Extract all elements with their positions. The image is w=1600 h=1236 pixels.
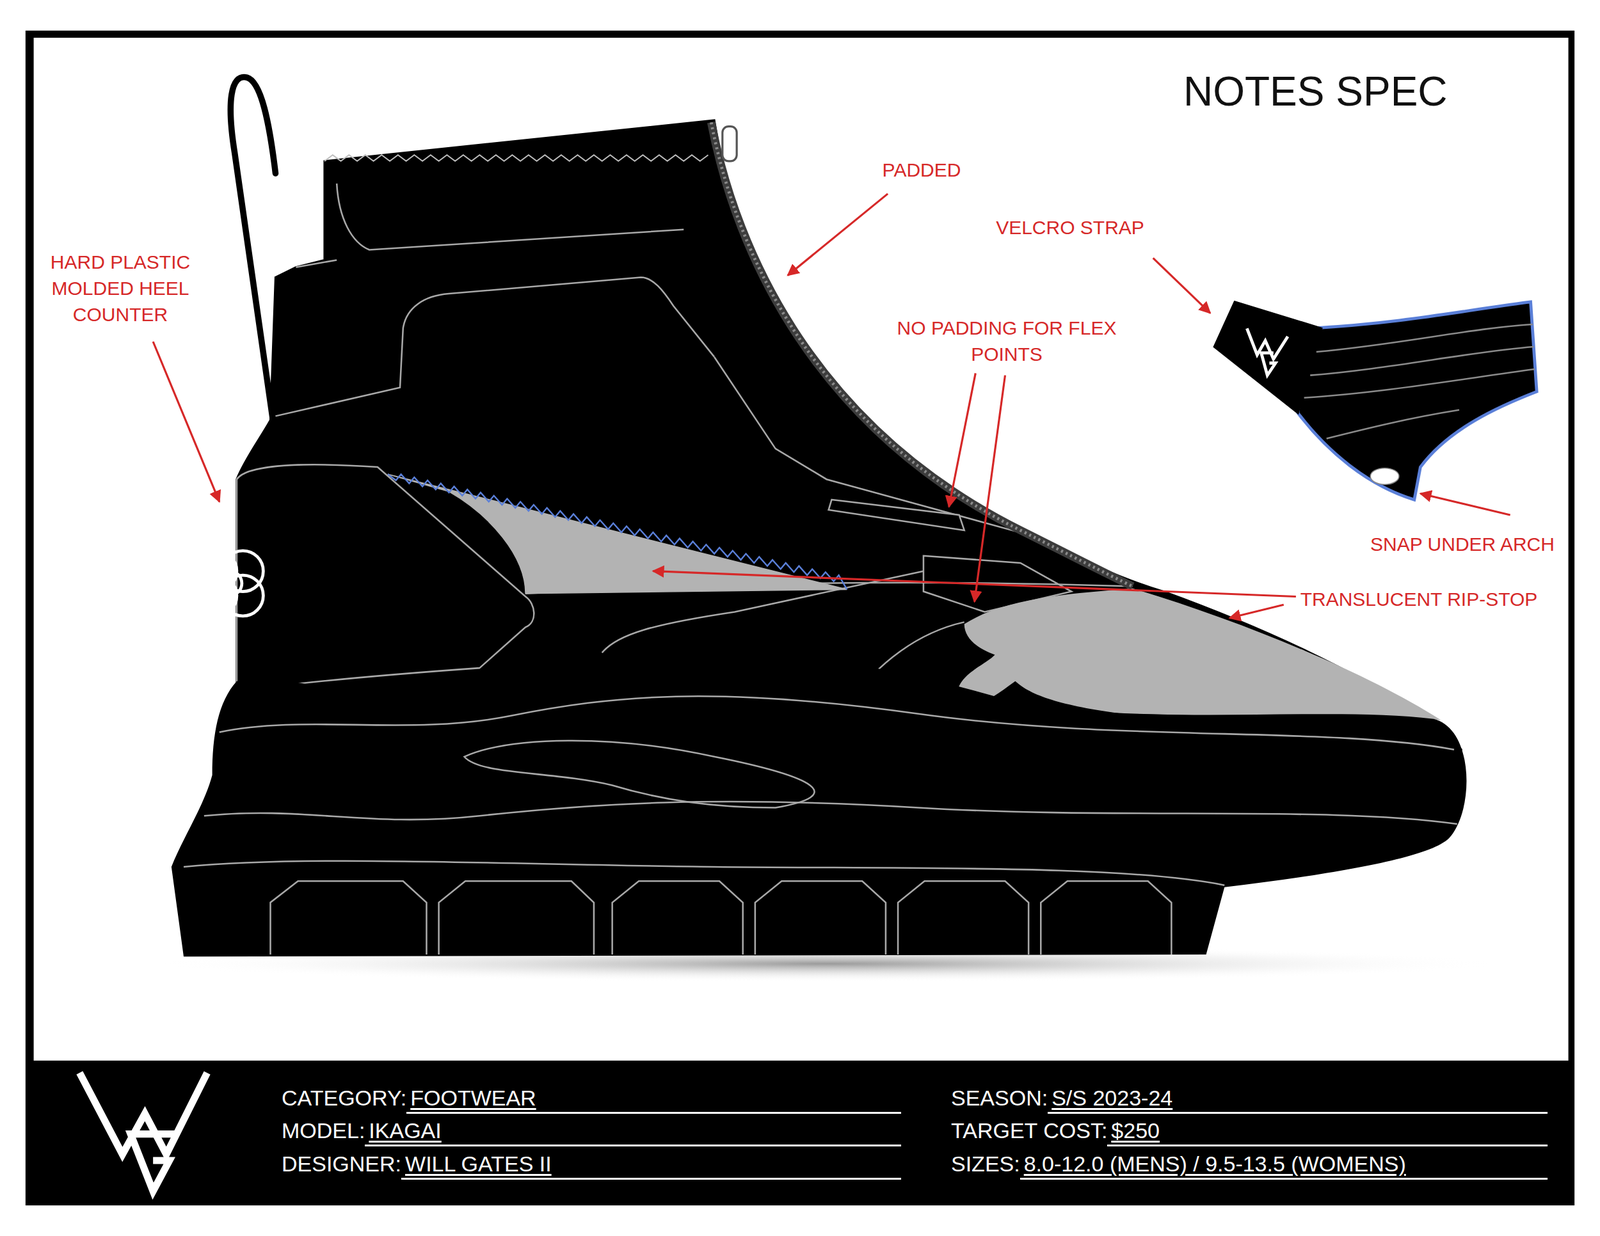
velcro-strap <box>1214 302 1537 500</box>
shape-circle <box>217 571 242 596</box>
callout-label: NO PADDING FOR FLEX POINTS <box>881 314 1132 368</box>
shape-path <box>897 881 1029 955</box>
spec-value: IKAGAI <box>364 1116 902 1147</box>
shape-g <box>1304 324 1535 440</box>
shape-line <box>652 571 1296 598</box>
shape-path <box>464 741 815 809</box>
callout-label: SNAP UNDER ARCH <box>1360 531 1565 558</box>
shape-path <box>1304 369 1535 399</box>
spec-row: SIZES:8.0-12.0 (MENS) / 9.5-13.5 (WOMENS… <box>951 1150 1548 1181</box>
zipper-teeth <box>711 122 1133 587</box>
shape-path <box>219 696 1455 750</box>
callout-wrap: PADDED <box>825 156 1018 184</box>
callout-wrap: TRANSLUCENT RIP-STOP <box>1297 586 1541 613</box>
shape-path <box>1310 346 1534 376</box>
shape-path <box>1316 324 1533 352</box>
spec-row: SEASON:S/S 2023-24 <box>951 1084 1548 1115</box>
spec-key: DESIGNER: <box>281 1150 402 1179</box>
sheet-title: NOTES SPEC <box>1183 69 1448 114</box>
heel-logo <box>195 551 264 617</box>
spec-row: DESIGNER:WILL GATES II <box>281 1150 902 1181</box>
sheet-frame <box>25 30 1575 1206</box>
spec-row: TARGET COST:$250 <box>951 1116 1548 1147</box>
shape-path <box>1261 353 1276 376</box>
shape-line <box>152 341 220 502</box>
brand-logo <box>79 1073 207 1192</box>
callout-label: PADDED <box>825 156 1018 184</box>
title-wrap: NOTES SPEC <box>1183 69 1448 114</box>
shape-path <box>755 881 886 955</box>
spec-value: $250 <box>1107 1116 1548 1147</box>
shape-path <box>295 259 337 267</box>
shape-line <box>974 375 1006 603</box>
shape-path <box>612 881 744 955</box>
callout-wrap: NO PADDING FOR FLEX POINTS <box>881 314 1132 368</box>
callout-wrap: SNAP UNDER ARCH <box>1360 531 1565 558</box>
callout-label: HARD PLASTIC MOLDED HEEL COUNTER <box>40 248 201 328</box>
zipper-pull <box>722 126 737 162</box>
spec-value: 8.0-12.0 (MENS) / 9.5-13.5 (WOMENS) <box>1020 1150 1548 1181</box>
callout-wrap: HARD PLASTIC MOLDED HEEL COUNTER <box>40 248 201 328</box>
sole-lines <box>183 696 1458 955</box>
shape-path <box>1214 302 1321 414</box>
leader-arrows <box>152 193 1511 619</box>
spec-row: MODEL:IKAGAI <box>281 1116 902 1147</box>
callout-label: TRANSLUCENT RIP-STOP <box>1297 586 1541 613</box>
collar-stitch <box>324 154 708 162</box>
shape-path <box>828 499 965 531</box>
shape-path <box>439 881 594 955</box>
zipper <box>711 122 1133 587</box>
spec-value: WILL GATES II <box>401 1150 902 1181</box>
shape-polyline <box>79 1073 207 1156</box>
shape-line <box>1153 257 1211 313</box>
shape-ellipse <box>1370 468 1400 486</box>
shape-path <box>204 801 1458 825</box>
shape-path <box>130 1134 179 1192</box>
shape-path <box>1040 881 1172 955</box>
shape-path <box>270 881 427 955</box>
shape-path <box>1326 410 1460 440</box>
spec-row: CATEGORY:FOOTWEAR <box>281 1084 902 1115</box>
shape-line <box>787 193 888 276</box>
callout-wrap: VELCRO STRAP <box>954 214 1186 241</box>
spec-key: SEASON: <box>951 1084 1048 1113</box>
spec-value: FOOTWEAR <box>406 1084 902 1115</box>
heel-counter <box>236 464 534 692</box>
shape-path <box>336 183 684 251</box>
shape-line <box>1229 604 1284 619</box>
sheet-ground <box>33 37 1569 1062</box>
shape-line <box>1420 494 1510 516</box>
outsole <box>171 652 1467 957</box>
pull-loop <box>230 77 276 440</box>
spec-key: CATEGORY: <box>281 1084 407 1113</box>
shape-g <box>1246 328 1288 376</box>
spec-key: SIZES: <box>951 1150 1021 1179</box>
shape-line <box>949 373 976 507</box>
spec-key: MODEL: <box>281 1116 365 1145</box>
shape-path <box>1297 302 1537 500</box>
callout-label: VELCRO STRAP <box>954 214 1186 241</box>
shape-path <box>275 277 715 417</box>
spec-value: S/S 2023-24 <box>1047 1084 1548 1115</box>
spec-key: TARGET COST: <box>951 1116 1108 1145</box>
